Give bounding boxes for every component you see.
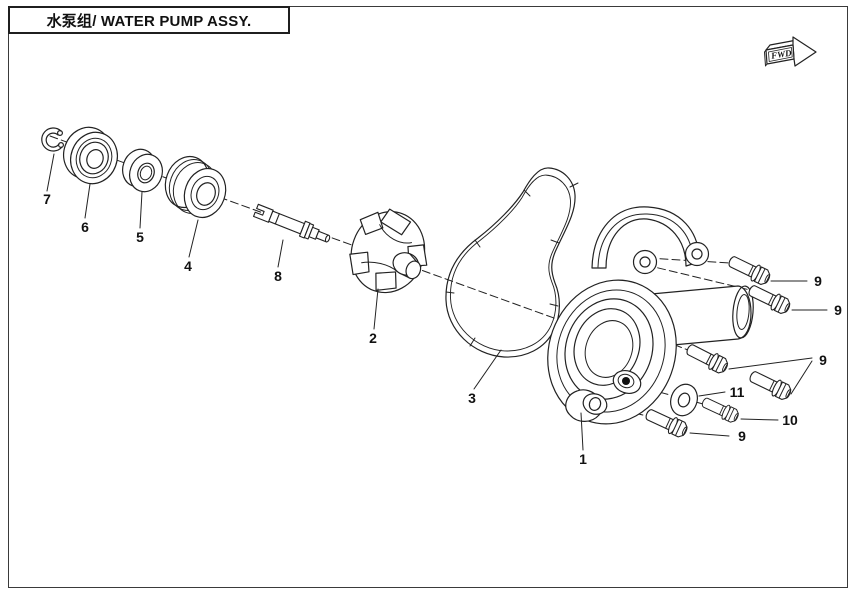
fwd-label: FWD xyxy=(769,48,792,61)
part-2-impeller xyxy=(349,208,428,294)
page-border xyxy=(8,6,848,588)
title-box: 水泵组/ WATER PUMP ASSY. xyxy=(8,6,290,34)
part-9-bolt xyxy=(725,252,774,288)
part-5-seal-ring xyxy=(122,148,163,193)
part-6-bearing xyxy=(63,126,118,185)
callout-leader-lines xyxy=(46,153,828,451)
part-11-washer xyxy=(670,383,698,417)
page-title: 水泵组/ WATER PUMP ASSY. xyxy=(46,12,252,30)
part-4-mechanical-seal xyxy=(164,155,227,219)
fwd-arrow-icon: FWD xyxy=(764,36,817,67)
part-3-gasket xyxy=(445,167,579,358)
part-9-bolt xyxy=(683,340,731,377)
part-8-shaft xyxy=(252,203,331,243)
part-10-bolt xyxy=(699,394,742,426)
part-7-circlip xyxy=(41,127,64,152)
part-9-bolt xyxy=(746,367,795,403)
part-1-pump-cover xyxy=(547,206,754,425)
